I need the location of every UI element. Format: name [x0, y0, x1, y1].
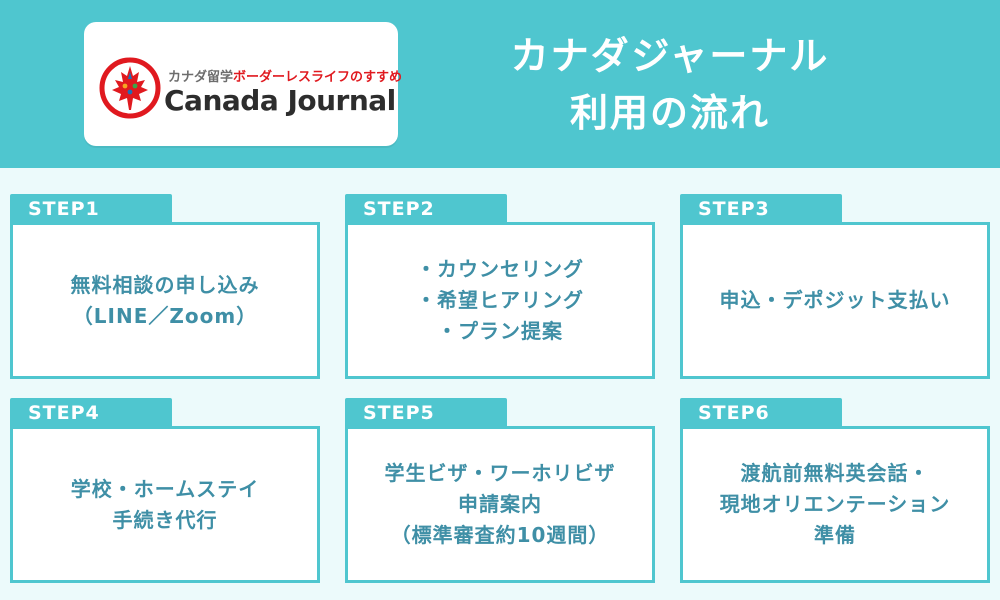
step-label: STEP6: [680, 398, 842, 428]
page-title: カナダジャーナル 利用の流れ: [430, 28, 910, 142]
step-text-line: 申込・デポジット支払い: [719, 288, 951, 312]
step-card-3: STEP3 申込・デポジット支払い: [680, 194, 990, 379]
step-text-line: ・希望ヒアリング: [416, 288, 584, 312]
step-label: STEP4: [10, 398, 172, 428]
step-label: STEP1: [10, 194, 172, 224]
step-text-line: ・カウンセリング: [416, 257, 584, 281]
step-content: 渡航前無料英会話・ 現地オリエンテーション 準備: [680, 426, 990, 583]
step-text-line: ・プラン提案: [437, 319, 563, 343]
logo-card[interactable]: カナダ留学ボーダーレスライフのすすめ Canada Journal: [84, 22, 402, 146]
step-text-line: （標準審査約10週間）: [390, 523, 610, 547]
step-label: STEP2: [345, 194, 507, 224]
step-content: 学校・ホームステイ 手続き代行: [10, 426, 320, 583]
step-text-line: 手続き代行: [112, 507, 218, 532]
step-text-line: 現地オリエンテーション: [719, 492, 951, 516]
step-card-2: STEP2 ・カウンセリング ・希望ヒアリング ・プラン提案: [345, 194, 655, 379]
page-title-line-1: カナダジャーナル: [510, 34, 830, 78]
step-card-4: STEP4 学校・ホームステイ 手続き代行: [10, 398, 320, 583]
step-card-6: STEP6 渡航前無料英会話・ 現地オリエンテーション 準備: [680, 398, 990, 583]
step-content: 学生ビザ・ワーホリビザ 申請案内 （標準審査約10週間）: [345, 426, 655, 583]
step-card-5: STEP5 学生ビザ・ワーホリビザ 申請案内 （標準審査約10週間）: [345, 398, 655, 583]
step-text-line: 渡航前無料英会話・: [740, 461, 930, 485]
step-content: 無料相談の申し込み （LINE／Zoom）: [10, 222, 320, 379]
step-card-1: STEP1 無料相談の申し込み （LINE／Zoom）: [10, 194, 320, 379]
step-text-line: 無料相談の申し込み: [70, 272, 260, 297]
step-text-line: 申請案内: [458, 492, 542, 516]
logo-tagline-gray: カナダ留学: [168, 70, 234, 85]
step-text-line: 準備: [814, 523, 856, 547]
step-label: STEP3: [680, 194, 842, 224]
step-text-line: 学校・ホームステイ: [70, 476, 260, 501]
header-banner: カナダ留学ボーダーレスライフのすすめ Canada Journal カナダジャー…: [0, 0, 1000, 168]
step-content: 申込・デポジット支払い: [680, 222, 990, 379]
page-title-line-2: 利用の流れ: [569, 91, 770, 135]
step-text-line: （LINE／Zoom）: [72, 303, 258, 328]
logo-tagline-red: ボーダーレスライフのすすめ: [233, 70, 403, 85]
logo-wordmark: Canada Journal: [164, 84, 396, 117]
logo-tagline: カナダ留学ボーダーレスライフのすすめ: [168, 66, 402, 85]
step-content: ・カウンセリング ・希望ヒアリング ・プラン提案: [345, 222, 655, 379]
step-label: STEP5: [345, 398, 507, 428]
maple-leaf-emblem-icon: [99, 57, 161, 119]
step-text-line: 学生ビザ・ワーホリビザ: [384, 461, 616, 485]
